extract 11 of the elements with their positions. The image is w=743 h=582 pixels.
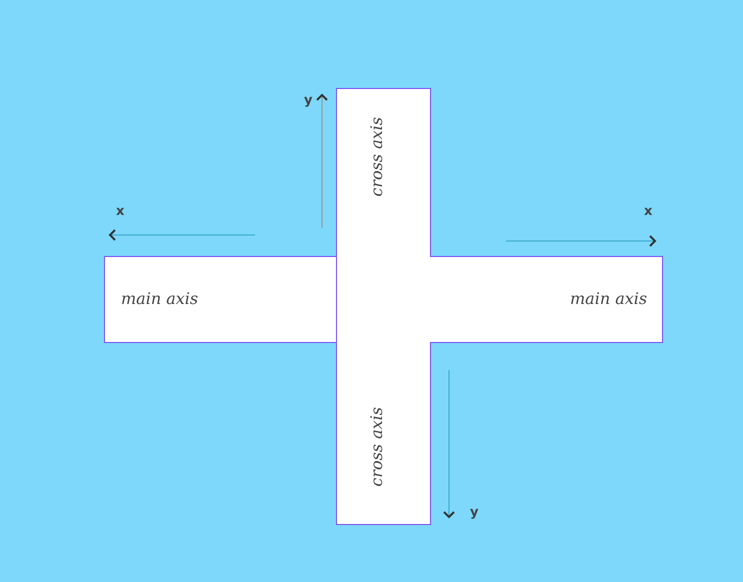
vertical-bar: [336, 88, 431, 525]
axis-letter: x: [644, 204, 652, 219]
horizontal-bar: [104, 256, 337, 343]
axis-letter: x: [116, 204, 124, 219]
axis-label: cross axis: [367, 117, 386, 197]
axis-label: main axis: [570, 289, 648, 308]
axis-label: cross axis: [367, 407, 386, 487]
horizontal-bar: [430, 256, 663, 343]
axis-letter: y: [470, 505, 478, 520]
axis-letter: y: [304, 93, 312, 108]
axis-label: main axis: [121, 289, 198, 308]
